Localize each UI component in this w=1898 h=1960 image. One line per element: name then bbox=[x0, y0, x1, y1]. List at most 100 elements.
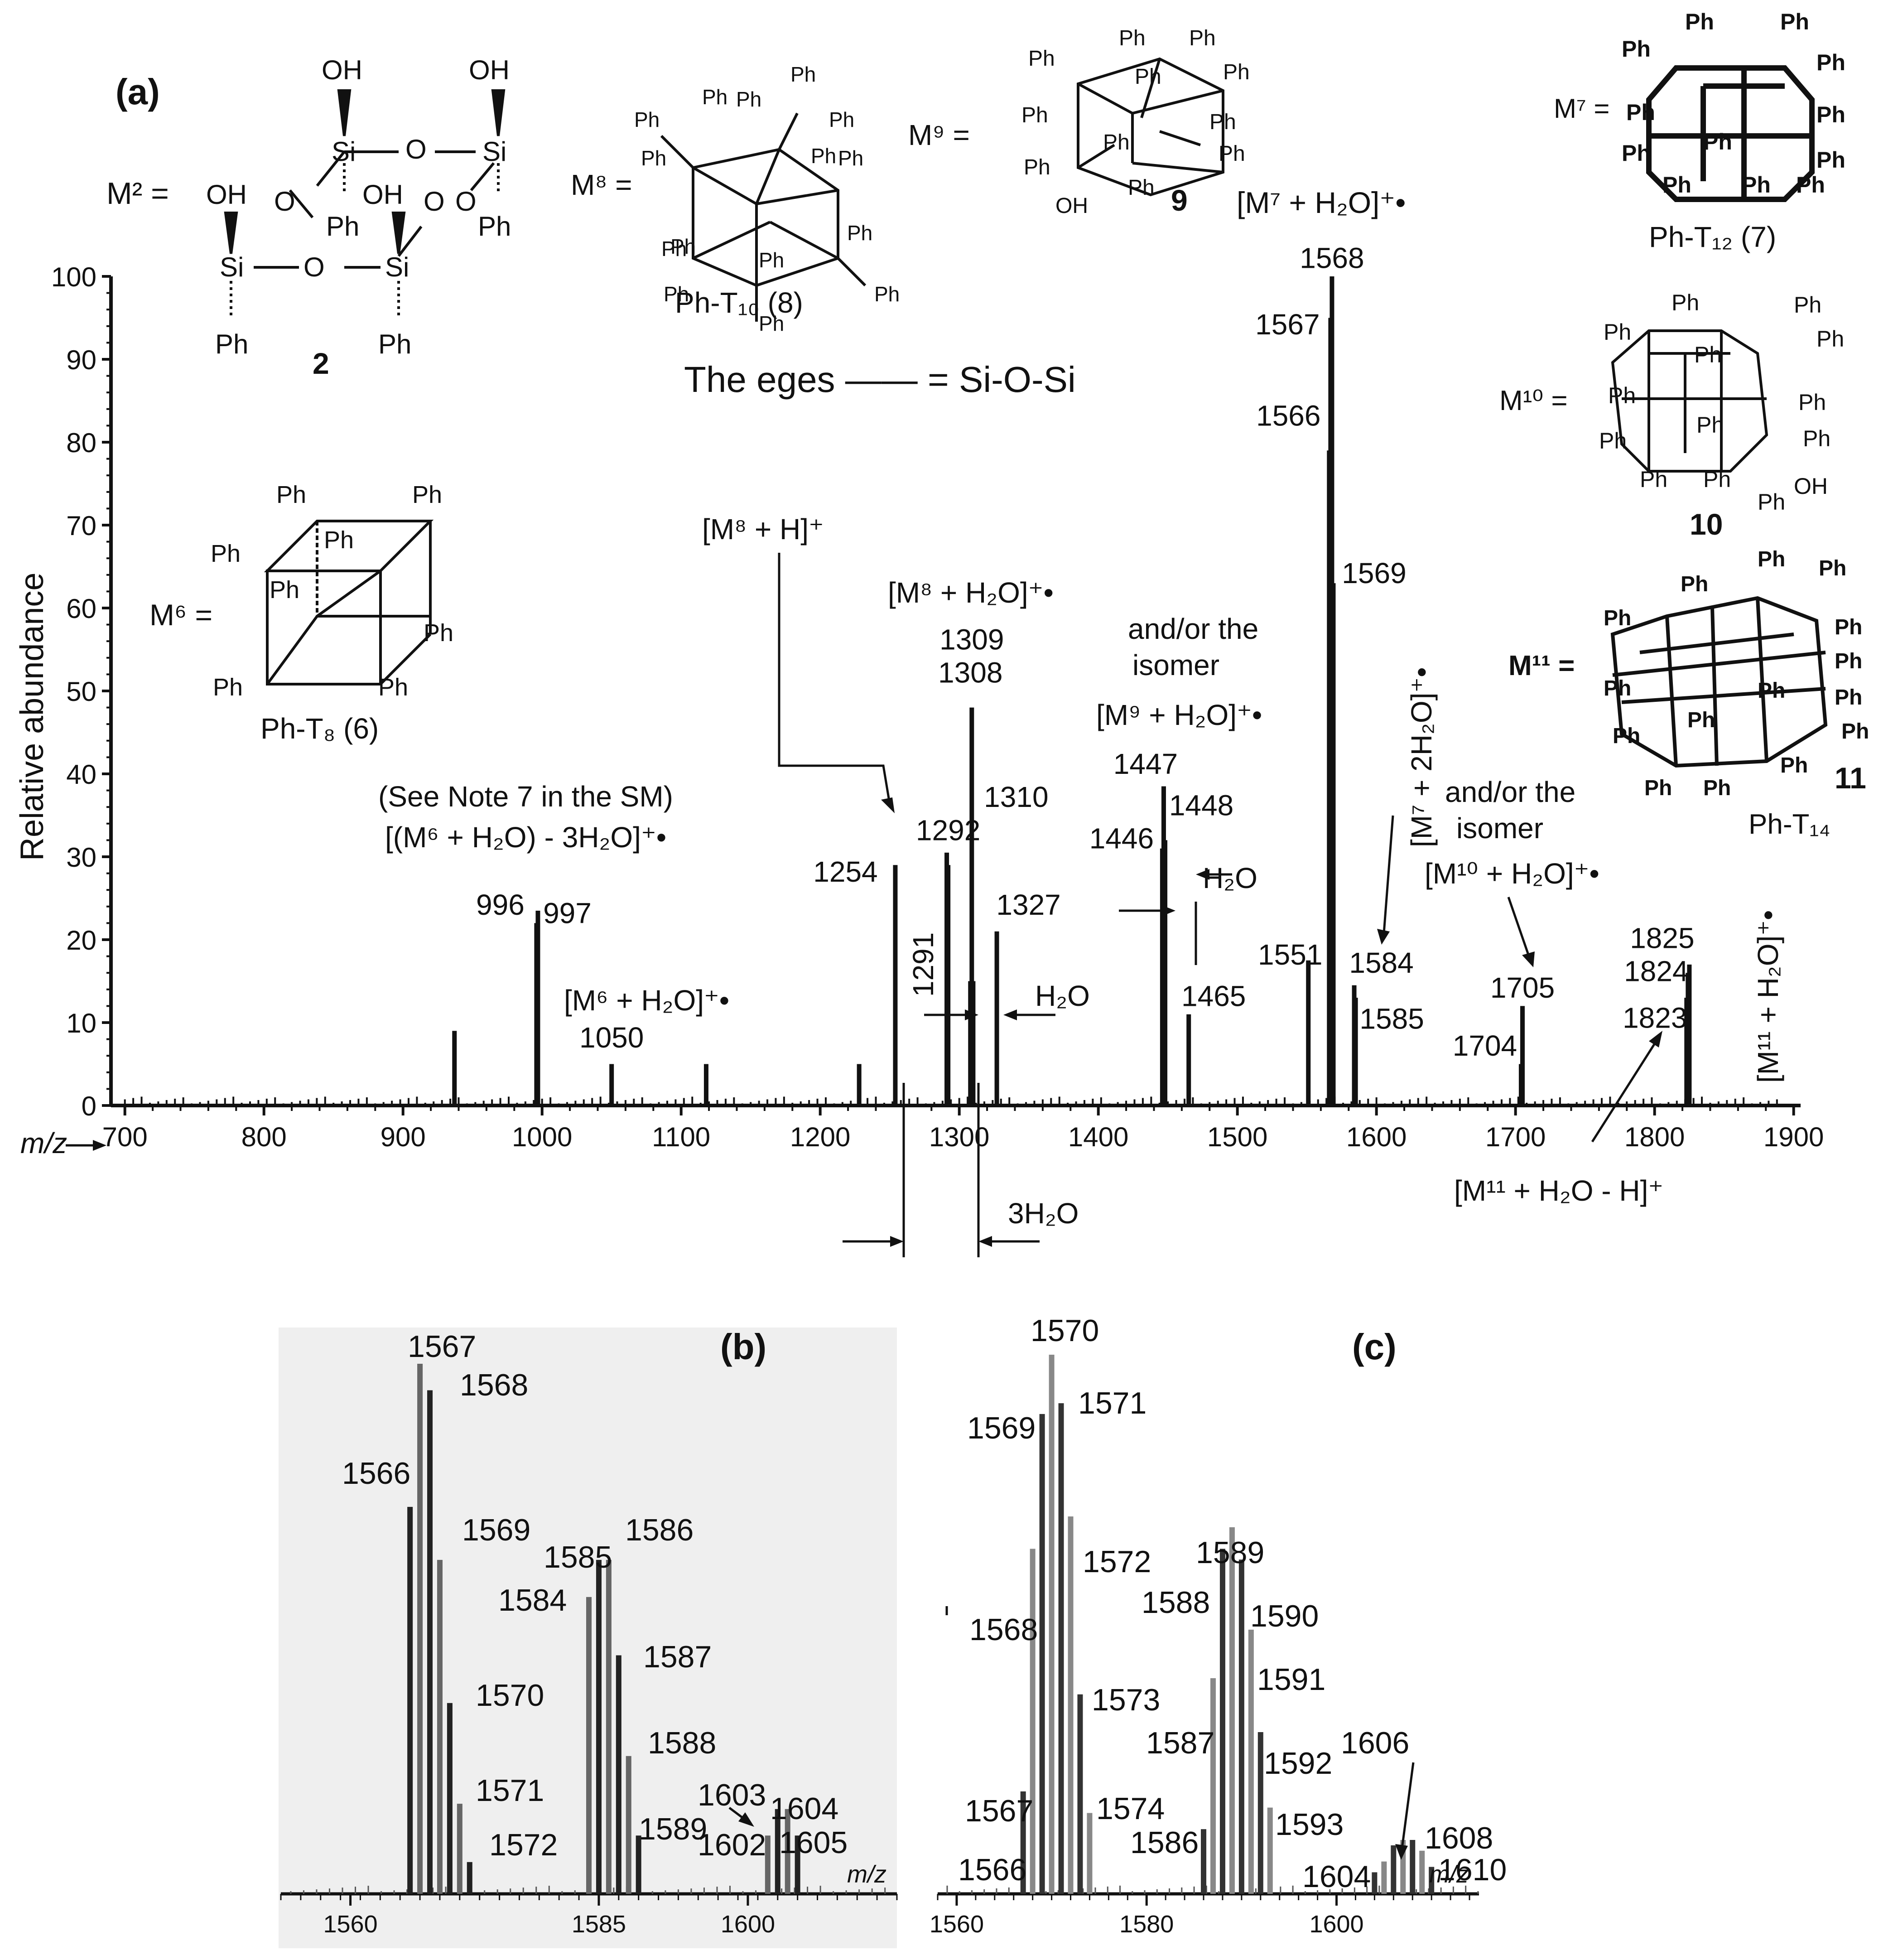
m9-label: M⁹ = bbox=[908, 119, 970, 151]
inset-c-peak-label: 1566 bbox=[958, 1853, 1026, 1887]
peak-label: 1448 bbox=[1169, 789, 1233, 822]
structure-m10 bbox=[1611, 329, 1768, 473]
m10-oh: OH bbox=[1794, 473, 1828, 499]
peak-label: 1327 bbox=[996, 888, 1060, 921]
m8-ph: Ph bbox=[811, 144, 836, 168]
m2-o: O bbox=[274, 186, 295, 217]
m10-ph: Ph bbox=[1758, 489, 1785, 515]
m7-ph: Ph bbox=[1780, 9, 1809, 34]
m11-ph: Ph bbox=[1819, 556, 1846, 580]
m9-ph: Ph bbox=[1128, 176, 1155, 200]
and-or-1: and/or the bbox=[1128, 613, 1258, 645]
inset-x-tick-label: 1600 bbox=[721, 1911, 775, 1938]
note-7: (See Note 7 in the SM) bbox=[378, 780, 673, 813]
three-h2o-label: 3H₂O bbox=[1008, 1197, 1079, 1230]
inset-b-peak-label: 1603 bbox=[698, 1778, 766, 1812]
inset-peak bbox=[1248, 1629, 1254, 1894]
inset-peak bbox=[1058, 1403, 1064, 1894]
inset-b-peak-label: 1604 bbox=[770, 1791, 838, 1826]
m8-ph: Ph bbox=[790, 63, 816, 86]
m6-ph: Ph bbox=[276, 481, 306, 508]
ion-m7-h2o: [M⁷ + H₂O]⁺• bbox=[1237, 186, 1406, 219]
m8-ph: Ph bbox=[634, 108, 660, 131]
peak-label: 1584 bbox=[1349, 946, 1413, 979]
inset-x-tick-label: 1580 bbox=[1119, 1911, 1174, 1938]
annotation-arrowheads bbox=[881, 797, 1662, 1247]
m8-ph: Ph bbox=[759, 312, 784, 335]
inset-peak bbox=[1419, 1850, 1425, 1894]
m9-oh: OH bbox=[1055, 194, 1088, 218]
inset-c-peak-label: 1571 bbox=[1078, 1386, 1147, 1420]
m8-ph: Ph bbox=[874, 282, 900, 306]
m2-o: O bbox=[455, 186, 477, 217]
inset-peak bbox=[427, 1390, 433, 1894]
inset-peak bbox=[626, 1756, 631, 1894]
inset-peak bbox=[407, 1506, 413, 1894]
y-tick-label: 100 bbox=[51, 262, 96, 292]
inset-peak bbox=[586, 1597, 592, 1894]
peak-label: 1585 bbox=[1359, 1002, 1424, 1035]
inset-b-peak-label: 1569 bbox=[462, 1513, 530, 1547]
x-tick-label: 700 bbox=[102, 1122, 148, 1152]
y-tick-label: 10 bbox=[66, 1008, 96, 1038]
inset-x-tick-label: 1560 bbox=[930, 1911, 984, 1938]
inset-b-peak-label: 1566 bbox=[342, 1456, 410, 1491]
inset-b-peak-label: 1584 bbox=[498, 1583, 567, 1617]
m10-ph: Ph bbox=[1640, 467, 1667, 492]
y-tick-label: 90 bbox=[66, 345, 96, 375]
inset-c-peak-label: 1604 bbox=[1302, 1859, 1371, 1894]
inset-peak bbox=[467, 1862, 472, 1894]
m2-si: Si bbox=[385, 252, 409, 282]
inset-peak bbox=[1087, 1813, 1093, 1894]
inset-peak bbox=[417, 1364, 423, 1894]
m11-ph: Ph bbox=[1835, 686, 1862, 710]
inset-c-peak-label: 1589 bbox=[1196, 1535, 1264, 1570]
m11-ph: Ph bbox=[1613, 724, 1640, 748]
inset-b-peak-label: 1589 bbox=[639, 1812, 707, 1846]
m9-ph: Ph bbox=[1119, 26, 1146, 50]
m9-ph: Ph bbox=[1135, 65, 1161, 89]
ion-m9-h2o: [M⁹ + H₂O]⁺• bbox=[1096, 699, 1262, 731]
structure-m8 bbox=[660, 112, 867, 322]
inset-peak bbox=[1219, 1549, 1225, 1894]
m6-ph: Ph bbox=[211, 540, 241, 567]
inset-peak bbox=[437, 1559, 443, 1894]
m7-ph: Ph bbox=[1816, 147, 1845, 173]
m9-ph: Ph bbox=[1103, 130, 1130, 154]
isomer-2: isomer bbox=[1456, 812, 1543, 845]
inset-peak bbox=[457, 1804, 462, 1894]
y-tick-label: 50 bbox=[66, 676, 96, 707]
x-axis-label: m/z bbox=[20, 1127, 67, 1159]
y-axis-label: Relative abundance bbox=[14, 573, 50, 861]
m10-ph: Ph bbox=[1696, 412, 1724, 438]
inset-c-peak-label: 1593 bbox=[1275, 1807, 1344, 1842]
m2-si: Si bbox=[220, 252, 244, 282]
y-tick-label: 40 bbox=[66, 759, 96, 790]
compound-6-label: Ph-T₈ (6) bbox=[260, 712, 379, 745]
inset-peak bbox=[765, 1835, 771, 1894]
x-tick-label: 1300 bbox=[929, 1122, 989, 1152]
m6-label: M⁶ = bbox=[149, 598, 212, 632]
compound-11-formula: Ph-T₁₄ bbox=[1749, 809, 1831, 840]
inset-x-axis-label: m/z bbox=[1429, 1861, 1469, 1888]
x-tick-label: 1000 bbox=[512, 1122, 572, 1152]
m9-ph: Ph bbox=[1189, 26, 1216, 50]
inset-c-peak-label: 1568 bbox=[969, 1612, 1038, 1647]
x-tick-label: 1600 bbox=[1346, 1122, 1407, 1152]
structure-m2 bbox=[224, 89, 506, 317]
m11-ph: Ph bbox=[1644, 776, 1672, 800]
inset-x-axis-label: m/z bbox=[847, 1861, 886, 1888]
m8-ph: Ph bbox=[736, 87, 761, 111]
y-tick-label: 70 bbox=[66, 511, 96, 541]
inset-c-peak-label: 1608 bbox=[1425, 1821, 1493, 1855]
m2-si: Si bbox=[332, 136, 356, 167]
peak-label: 1568 bbox=[1300, 242, 1364, 275]
h2o-loss-label: H₂O bbox=[1203, 862, 1257, 894]
m7-ph: Ph bbox=[1622, 140, 1651, 166]
inset-peak bbox=[775, 1809, 780, 1894]
x-tick-label: 1900 bbox=[1763, 1122, 1824, 1152]
compound-2-label: 2 bbox=[313, 347, 329, 380]
